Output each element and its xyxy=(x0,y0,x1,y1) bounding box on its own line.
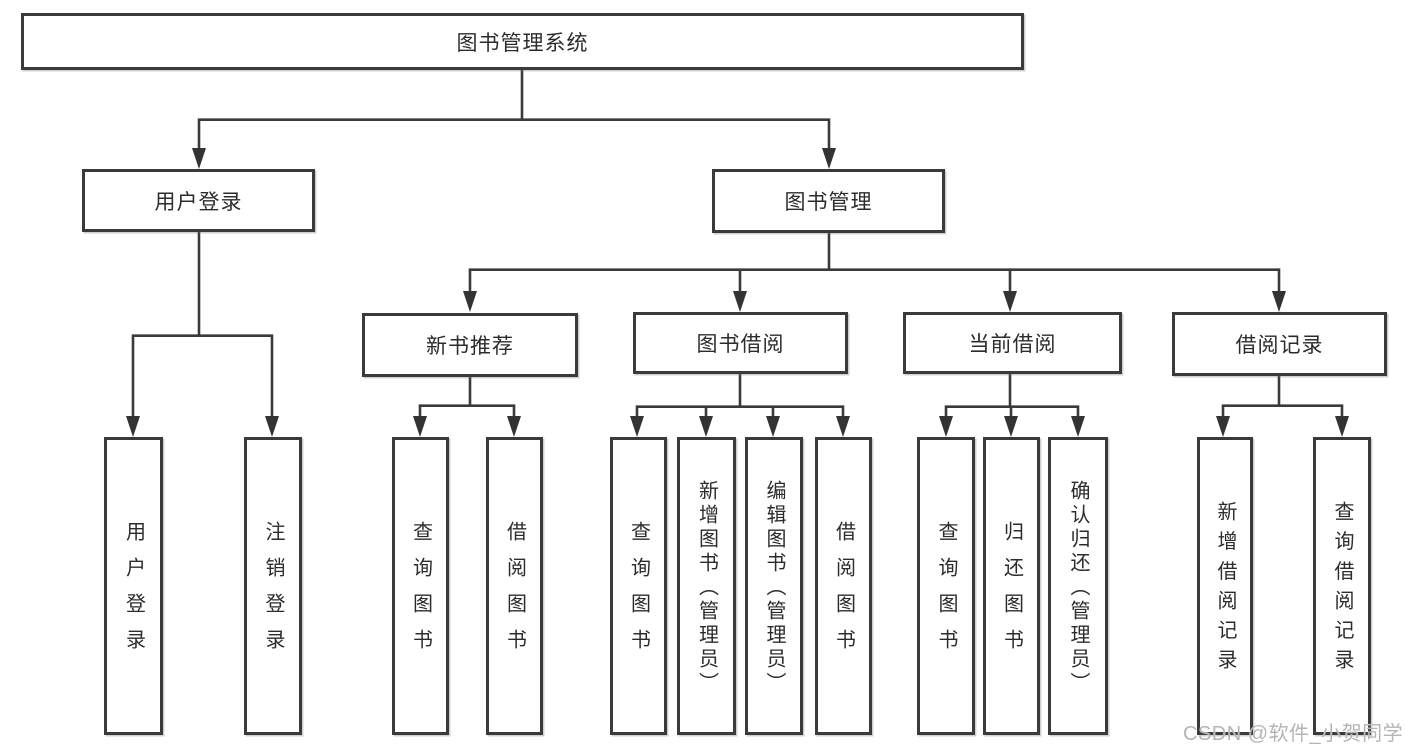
node-label: 新增借阅记录 xyxy=(1214,501,1236,679)
leaf-borrow-books-2: 借阅图书 xyxy=(815,437,872,735)
csdn-watermark: CSDN @软件_小贺同学 xyxy=(1183,723,1404,745)
arrowhead xyxy=(733,291,747,312)
arrowhead xyxy=(413,416,427,437)
leaf-return-book: 归还图书 xyxy=(983,437,1040,735)
node-user-login: 用户登录 xyxy=(82,169,315,232)
leaf-query-books-1: 查询图书 xyxy=(392,437,449,735)
edge-user-login-branch xyxy=(131,334,274,420)
node-label: 借阅记录 xyxy=(1235,334,1324,357)
leaf-user-login: 用户登录 xyxy=(104,437,163,735)
node-label: 当前借阅 xyxy=(968,333,1057,356)
arrowhead xyxy=(1004,416,1018,437)
leaf-add-book-admin: 新增图书（管理员） xyxy=(677,437,736,735)
node-label: 借阅图书 xyxy=(832,521,855,665)
edge-current-branch xyxy=(944,405,1080,420)
arrowhead xyxy=(1071,416,1085,437)
arrowhead xyxy=(265,416,279,437)
edge-borrowsec-branch xyxy=(635,405,845,420)
arrowhead xyxy=(507,416,521,437)
arrowhead xyxy=(126,416,140,437)
node-label: 注销登录 xyxy=(262,521,284,665)
arrowhead xyxy=(766,416,780,437)
node-label: 图书管理系统 xyxy=(456,31,589,55)
arrowhead xyxy=(192,148,206,169)
arrowhead xyxy=(1272,291,1286,312)
leaf-query-books-2: 查询图书 xyxy=(610,437,667,735)
leaf-borrow-books-1: 借阅图书 xyxy=(486,437,543,735)
arrowhead xyxy=(463,291,477,312)
node-label: 查询借阅记录 xyxy=(1331,501,1353,679)
arrowhead xyxy=(1335,416,1349,437)
node-label: 查询图书 xyxy=(627,521,650,665)
node-label: 确认归还（管理员） xyxy=(1067,479,1089,696)
node-borrow-records: 借阅记录 xyxy=(1172,312,1387,376)
edge-records-branch xyxy=(1221,404,1344,420)
node-label: 查询图书 xyxy=(409,521,432,665)
node-label: 编辑图书（管理员） xyxy=(763,479,785,696)
node-label: 图书借阅 xyxy=(696,333,785,356)
arrowhead xyxy=(630,416,644,437)
edge-book-mgmt-branch xyxy=(468,268,1281,306)
node-label: 归还图书 xyxy=(1000,521,1023,665)
arrowhead xyxy=(1003,291,1017,312)
leaf-add-borrow-record: 新增借阅记录 xyxy=(1197,437,1253,735)
leaf-query-books-3: 查询图书 xyxy=(917,437,975,735)
node-book-management: 图书管理 xyxy=(712,169,945,233)
node-label: 用户登录 xyxy=(154,190,243,214)
node-label: 查询图书 xyxy=(935,521,957,665)
node-new-book-recommend: 新书推荐 xyxy=(362,313,578,377)
node-label: 新增图书（管理员） xyxy=(695,479,718,696)
arrowhead xyxy=(836,416,850,437)
node-label: 新书推荐 xyxy=(426,335,514,358)
arrowhead xyxy=(699,416,713,437)
node-label: 用户登录 xyxy=(122,521,145,665)
edge-root-branch xyxy=(197,118,831,162)
node-label: 借阅图书 xyxy=(503,521,526,665)
node-book-borrow: 图书借阅 xyxy=(633,312,848,374)
node-current-borrow: 当前借阅 xyxy=(903,312,1122,374)
node-library-system: 图书管理系统 xyxy=(21,13,1024,70)
arrowhead xyxy=(822,148,836,169)
arrowhead xyxy=(939,416,953,437)
leaf-edit-book-admin: 编辑图书（管理员） xyxy=(745,437,803,735)
node-label: 图书管理 xyxy=(784,191,873,214)
leaf-confirm-return-admin: 确认归还（管理员） xyxy=(1048,437,1108,735)
leaf-logout: 注销登录 xyxy=(244,437,302,735)
leaf-query-borrow-record: 查询借阅记录 xyxy=(1313,437,1371,735)
edge-newbook-branch xyxy=(418,404,516,420)
arrowhead xyxy=(1216,416,1230,437)
